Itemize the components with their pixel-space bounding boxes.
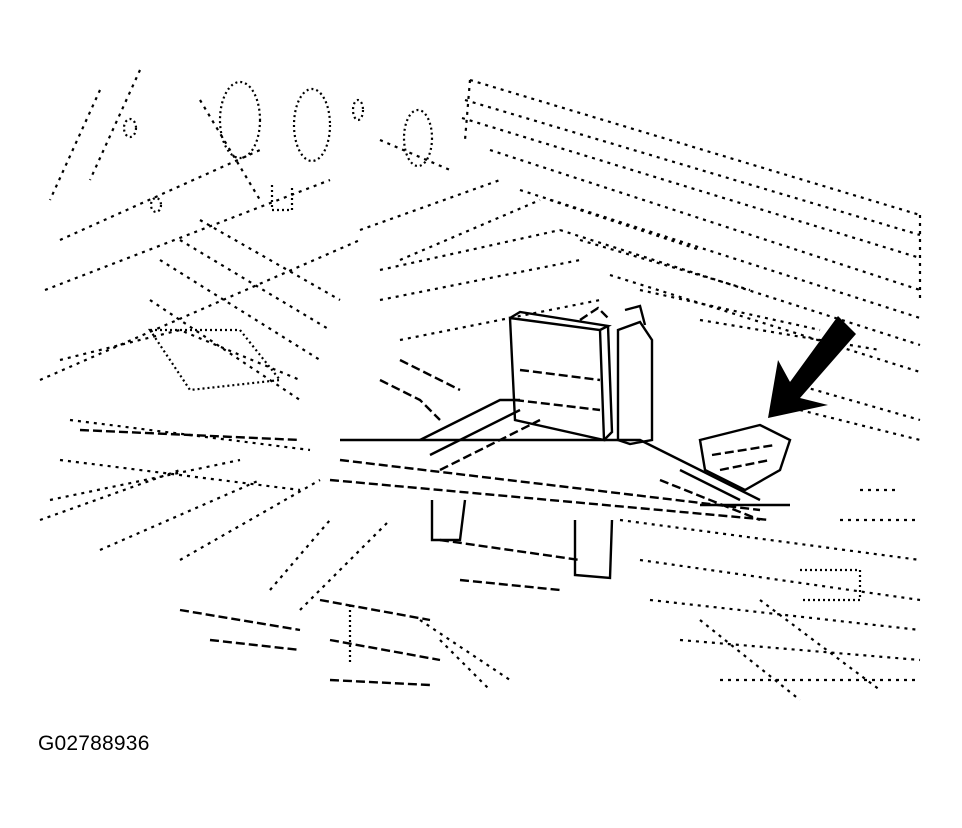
mounting-tray [329, 358, 771, 592]
pointer-arrow-icon [768, 316, 856, 418]
lower-bracket [179, 519, 511, 691]
fuse-box-housing [508, 304, 654, 446]
target-connector [659, 423, 792, 522]
firewall-panel [461, 78, 922, 374]
engine-top-left [39, 69, 541, 382]
figure-id-label: G02788936 [38, 732, 150, 755]
left-components [39, 328, 321, 561]
lower-right-panel [619, 488, 921, 701]
